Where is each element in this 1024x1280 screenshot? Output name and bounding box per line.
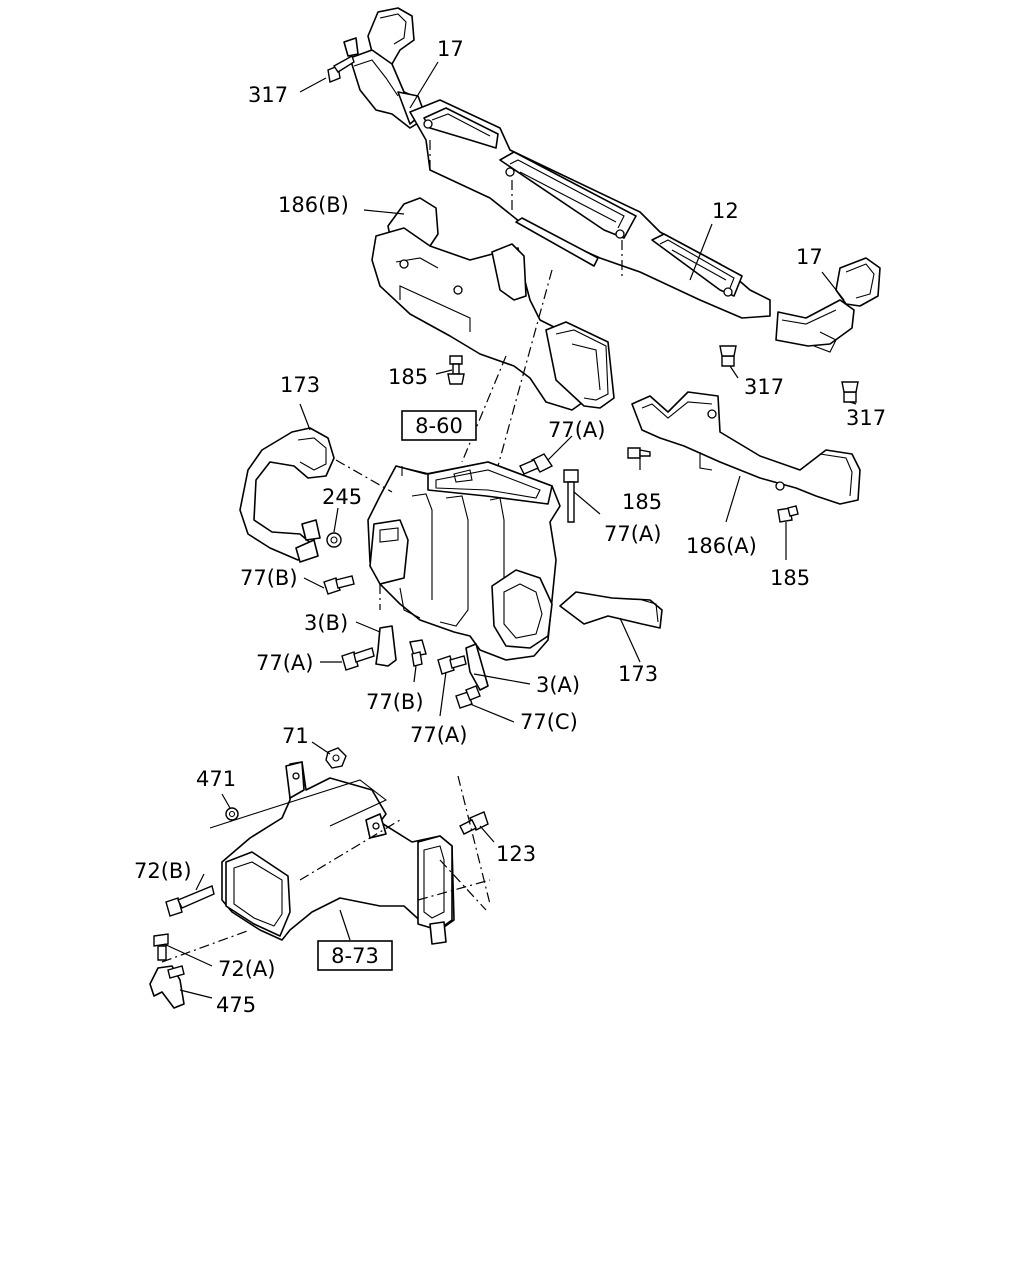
callout-17-top: 17: [437, 37, 464, 61]
callout-185-a: 185: [622, 490, 662, 514]
part-186b-side-duct: [371, 197, 615, 411]
bracket-3b: [375, 625, 397, 667]
callout-185-b: 185: [770, 566, 810, 590]
bracket-475: [149, 965, 185, 1009]
callout-185-mid: 185: [388, 365, 428, 389]
bolt-77a-top: [519, 453, 554, 475]
screw-185-right-b: [777, 505, 799, 523]
callout-245: 245: [322, 485, 362, 509]
callout-77b-bottom: 77(B): [366, 690, 424, 714]
bolt-77a-bottom: [437, 655, 467, 675]
screw-185-mid: [447, 355, 465, 385]
ref-8-60-label: 8-60: [415, 414, 463, 438]
bolt-77c: [455, 685, 481, 709]
callout-12: 12: [712, 199, 739, 223]
callout-labels: 317 17 186(B) 12 17 185 317 317 173 77(A…: [134, 37, 886, 1017]
callout-77c: 77(C): [520, 710, 578, 734]
part-186a-side-duct: [631, 391, 861, 505]
bolt-77b-bottom: [409, 639, 427, 667]
clip-245: [326, 532, 342, 548]
callout-186a: 186(A): [686, 534, 757, 558]
callout-317-top: 317: [248, 83, 288, 107]
part-8-73-lower-duct: [221, 761, 455, 945]
callout-471: 471: [196, 767, 236, 791]
callout-3a: 3(A): [536, 673, 580, 697]
callout-77a-b: 77(A): [604, 522, 661, 546]
callout-72a: 72(A): [218, 957, 275, 981]
bolt-317-right: [841, 381, 859, 403]
screw-123: [459, 811, 489, 835]
part-17-right-duct-end: [775, 257, 881, 353]
callout-173-bottom: 173: [618, 662, 658, 686]
leader-lines: [163, 61, 857, 999]
callout-77b-left: 77(B): [240, 566, 298, 590]
callout-317-mid: 317: [744, 375, 784, 399]
bolt-72b: [165, 885, 215, 917]
fasteners: [149, 37, 859, 1009]
part-12-defroster-nozzle: [409, 99, 771, 319]
ref-box-8-60: 8-60: [401, 410, 477, 441]
callout-17-right: 17: [796, 245, 823, 269]
part-173-rear-duct: [239, 427, 335, 563]
callout-186b: 186(B): [278, 193, 349, 217]
heater-unit-assembly: [367, 461, 663, 661]
callout-173-top: 173: [280, 373, 320, 397]
nut-471: [225, 807, 239, 821]
bolt-77a-left: [341, 647, 375, 671]
callout-77a-bottom: 77(A): [410, 723, 467, 747]
ref-box-8-73: 8-73: [317, 940, 393, 971]
assembly-lines: [161, 269, 553, 963]
ref-8-73-label: 8-73: [331, 944, 379, 968]
bolt-77b-left: [323, 575, 355, 595]
callout-77a-top: 77(A): [548, 418, 605, 442]
bolt-72a: [153, 933, 169, 961]
callout-71: 71: [282, 724, 309, 748]
bolt-317-mid: [719, 345, 737, 367]
callout-123: 123: [496, 842, 536, 866]
bracket-3a: [465, 643, 489, 691]
bolt-77a-vertical: [563, 469, 579, 523]
nut-71: [325, 747, 347, 769]
screw-185-right-a: [627, 447, 651, 459]
bolt-317-top: [327, 37, 359, 83]
callout-77a-left: 77(A): [256, 651, 313, 675]
callout-72b: 72(B): [134, 859, 192, 883]
part-17-left-duct-end: [349, 7, 427, 129]
callout-3b: 3(B): [304, 611, 348, 635]
callout-317-right: 317: [846, 406, 886, 430]
callout-475: 475: [216, 993, 256, 1017]
